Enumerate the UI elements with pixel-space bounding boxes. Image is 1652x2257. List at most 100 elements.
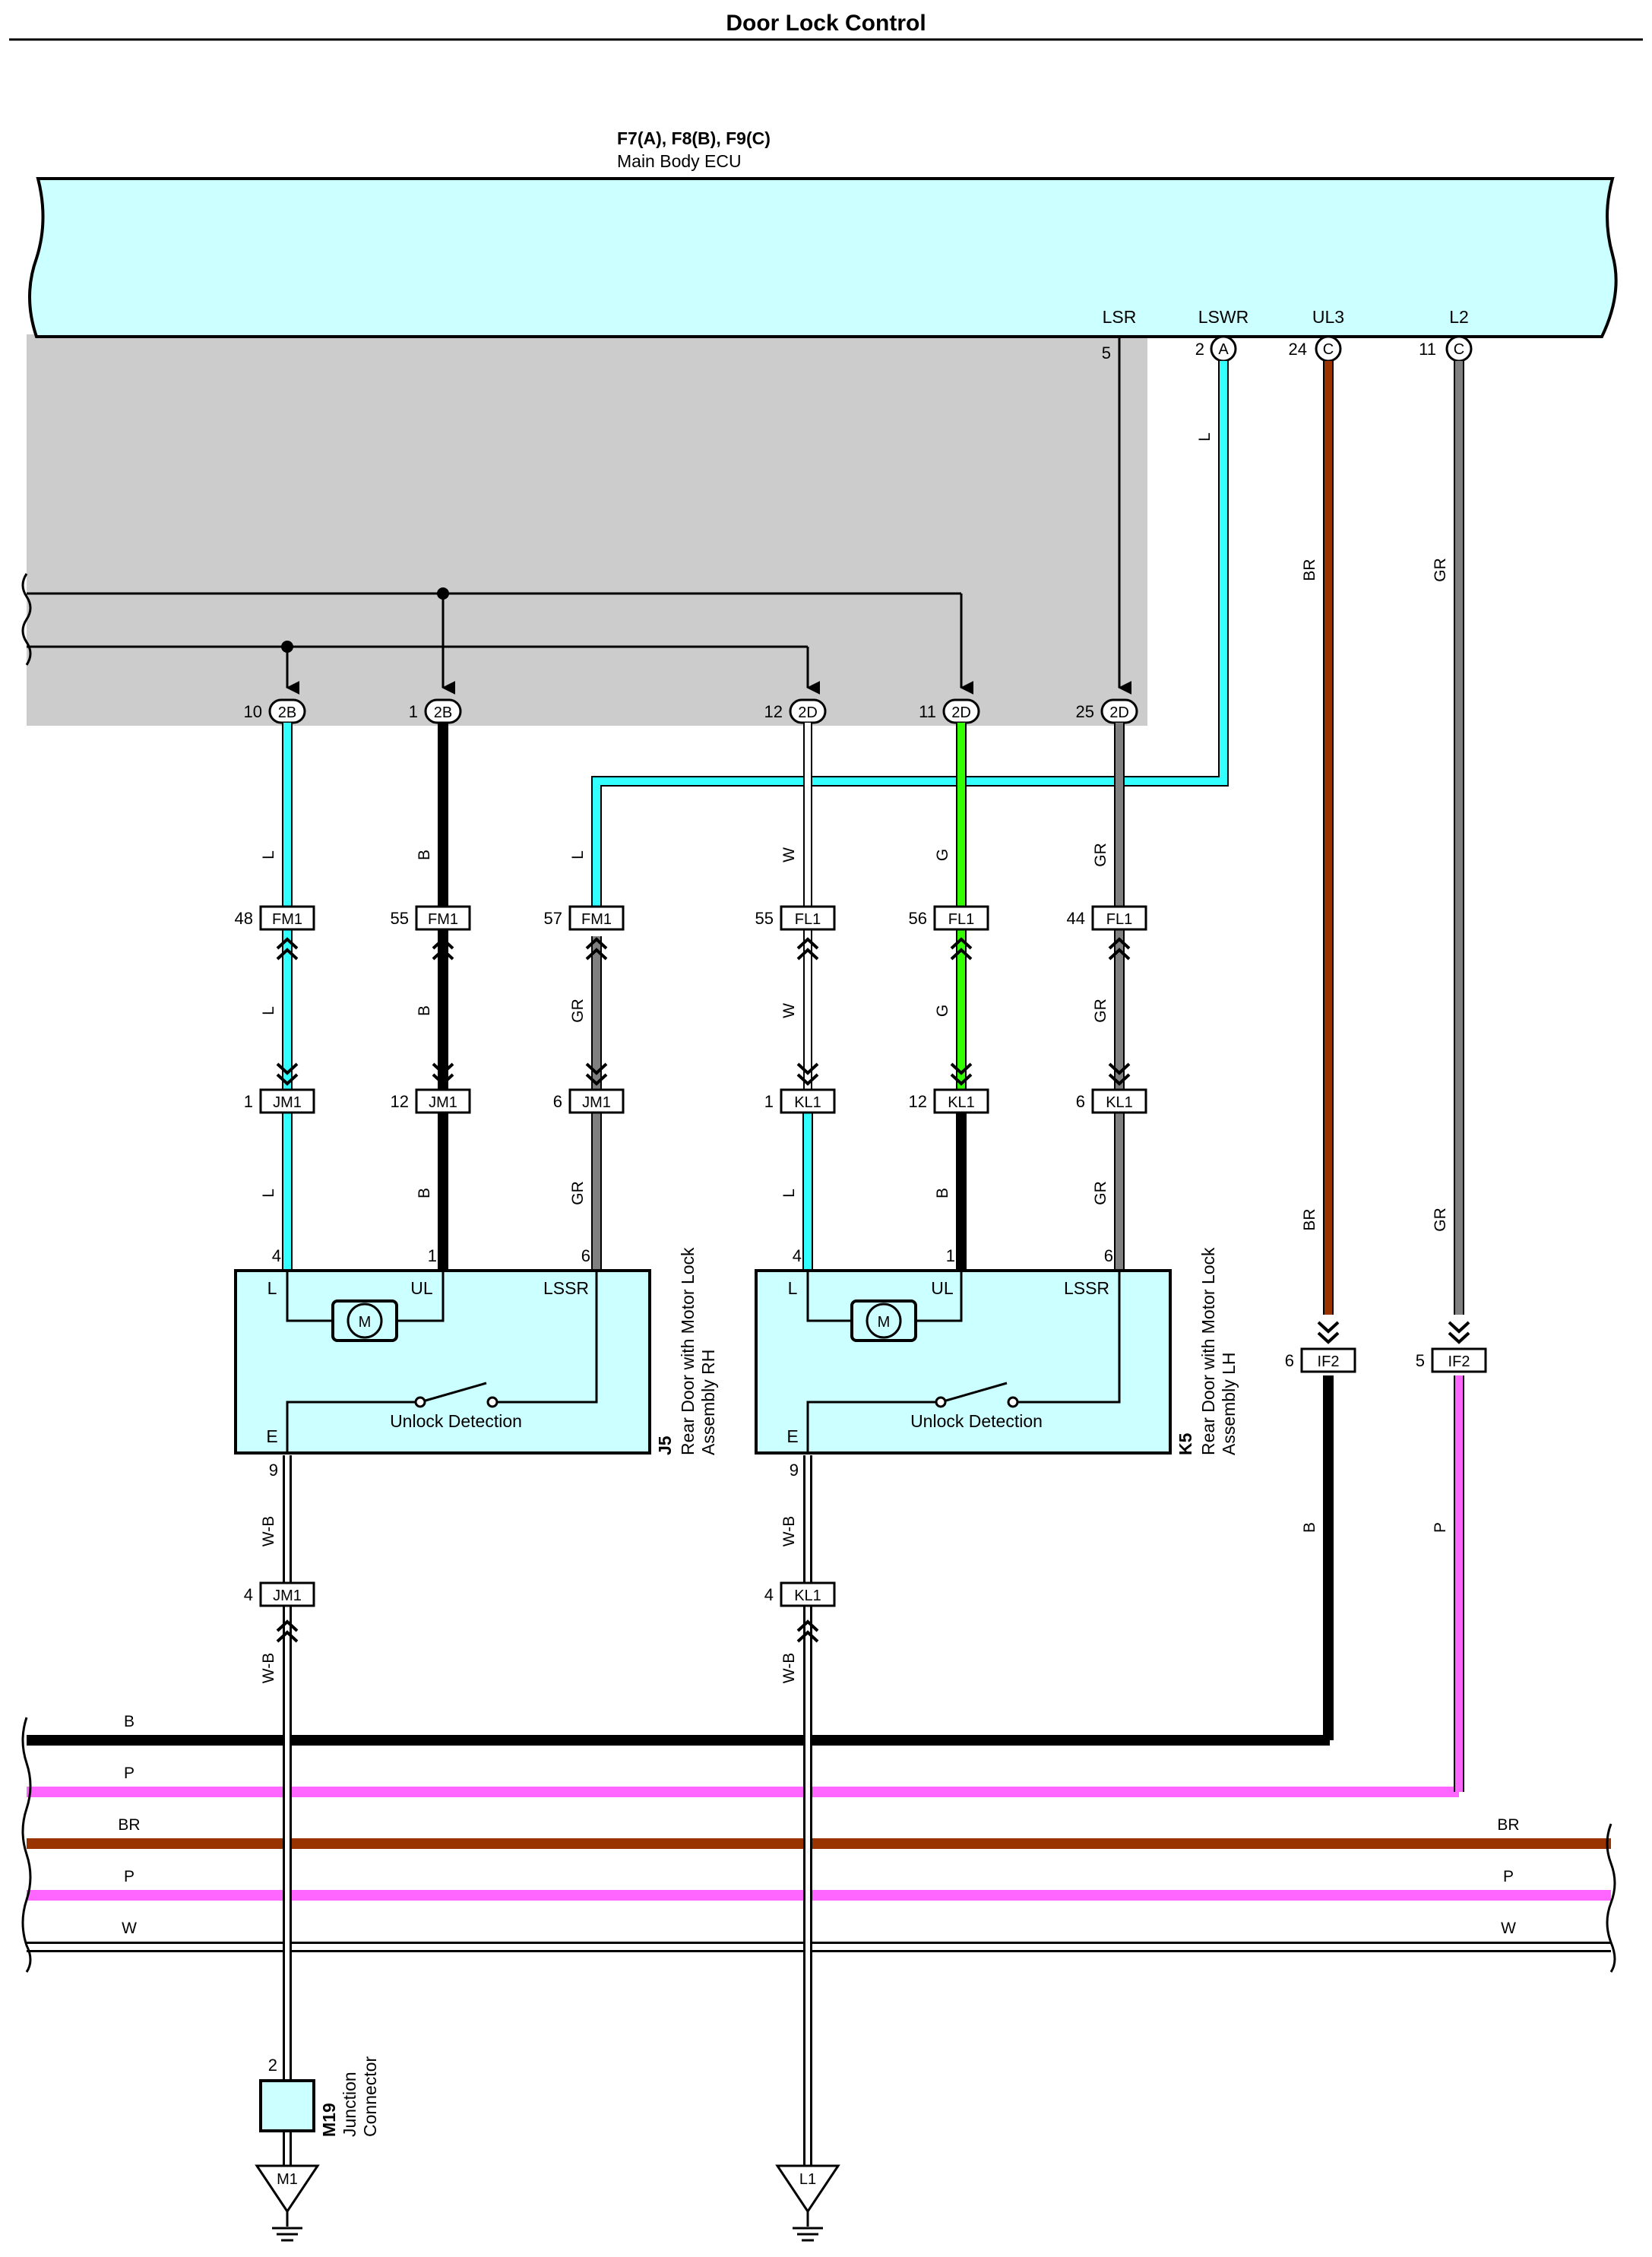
connector-fm1-55: FM1 55 (391, 905, 471, 931)
connector-name: FM1 (272, 911, 302, 928)
terminal-l2-label: L2 (1449, 307, 1469, 327)
page-title: Door Lock Control (726, 11, 926, 36)
junction-name: Connector (360, 2056, 380, 2137)
bus-lines (27, 1735, 1611, 1952)
wire-label: BR (1301, 559, 1318, 581)
bus-label-p: P (124, 1765, 135, 1782)
connector-pin: 48 (235, 909, 253, 928)
connector-fm1-48: FM1 48 (235, 905, 315, 931)
connector-pin: 5 (1416, 1351, 1425, 1370)
wire-label: L (569, 850, 587, 859)
splice-dot (281, 641, 293, 653)
connector-kl1-6: KL1 6 (1076, 1088, 1147, 1114)
break-mark (21, 1717, 32, 1973)
wire-label: B (934, 1188, 951, 1198)
ecu-conn-pin: 10 (244, 702, 262, 721)
connector-pin: 6 (1285, 1351, 1294, 1370)
wire-label: B (416, 1005, 433, 1016)
ecu-conn-pin: 25 (1076, 702, 1094, 721)
junction-connector-m19: 2 M19 Junction Connector (259, 2056, 380, 2137)
bus-label-b: B (124, 1713, 135, 1730)
component-name: Assembly RH (698, 1350, 718, 1455)
connector-name: JM1 (273, 1094, 302, 1111)
ecu-name: Main Body ECU (617, 151, 742, 171)
component-name: Rear Door with Motor Lock (678, 1247, 698, 1455)
junction-id: M19 (319, 2103, 339, 2137)
component-pin: 6 (581, 1246, 590, 1265)
wire-label: W-B (780, 1653, 798, 1683)
ground-m1: M1 (255, 2164, 320, 2242)
connector-jm1-12: JM1 12 (391, 1088, 471, 1114)
ecu-connector-2d-11: 2D 11 (919, 698, 980, 724)
wire-label: B (416, 850, 433, 860)
ecu-connector-2d-12: 2D 12 (764, 698, 827, 724)
wire-label: L (260, 1006, 277, 1015)
ground-label: M1 (277, 2171, 298, 2188)
ground-icon (272, 2211, 302, 2242)
connector-pin: 1 (764, 1092, 774, 1111)
connector-pin: 6 (553, 1092, 562, 1111)
splice-dot (437, 587, 449, 600)
terminal-label: LSSR (1064, 1278, 1109, 1298)
connector-fl1-56: FL1 56 (909, 905, 989, 931)
terminal-lswr-conn: A (1218, 341, 1229, 358)
terminal-label: L (267, 1278, 277, 1298)
ecu-conn-name: 2D (951, 704, 971, 721)
connector-name: JM1 (273, 1587, 302, 1604)
wire-label: BR (1301, 1208, 1318, 1230)
connector-pin: 44 (1067, 909, 1085, 928)
ecu-conn-name: 2D (1109, 704, 1129, 721)
connector-name: KL1 (1106, 1094, 1133, 1111)
connector-pin: 55 (755, 909, 774, 928)
component-pin: 1 (428, 1246, 437, 1265)
wire-label: GR (569, 999, 587, 1023)
connector-name: IF2 (1318, 1353, 1340, 1370)
connector-fl1-55: FL1 55 (755, 905, 836, 931)
connector-pin: 55 (391, 909, 409, 928)
bus-label-br: BR (118, 1816, 140, 1834)
wire-label: GR (569, 1181, 587, 1205)
bus-label-w: W (122, 1920, 137, 1937)
component-j5: 4 1 6 L UL LSSR E 9 M Unlock Detection J… (234, 1246, 718, 1480)
connector-fl1-44: FL1 44 (1067, 905, 1147, 931)
terminal-label: L (788, 1278, 798, 1298)
terminal-lsr-label: LSR (1103, 307, 1137, 327)
ground-label: L1 (799, 2171, 816, 2188)
switch-contact (486, 1396, 498, 1408)
bus-right-label-w: W (1501, 1920, 1516, 1937)
component-pin: 4 (272, 1246, 281, 1265)
wire-label: GR (1432, 1208, 1449, 1232)
wire-label: W-B (260, 1653, 277, 1683)
connector-jm1-1: JM1 1 (244, 1088, 315, 1114)
chevron-icons (276, 937, 1470, 1643)
connector-kl1-12: KL1 12 (909, 1088, 989, 1114)
component-id: K5 (1176, 1432, 1195, 1455)
component-pin: 9 (269, 1461, 278, 1480)
wire-label: L (260, 850, 277, 859)
wire-label: W (780, 847, 798, 863)
wire-labels: L BR BR GR GR L B L W G GR L B GR W G GR… (260, 432, 1449, 1683)
switch-contact (414, 1396, 426, 1408)
terminal-ul3-connector: C (1315, 335, 1342, 362)
component-k5: 4 1 6 L UL LSSR E 9 M Unlock Detection K… (755, 1246, 1239, 1480)
connector-pin: 1 (244, 1092, 253, 1111)
terminal-ul3-conn: C (1323, 341, 1334, 358)
bus-right-label-p: P (1503, 1868, 1514, 1885)
component-pin: 9 (790, 1461, 799, 1480)
wire-label: G (934, 849, 951, 861)
connector-pin: 4 (764, 1585, 774, 1604)
terminal-ul3-label: UL3 (1312, 307, 1344, 327)
connector-name: FM1 (428, 911, 458, 928)
wire-label: B (1301, 1522, 1318, 1533)
wire-label: GR (1092, 1181, 1109, 1205)
connector-if2-5: IF2 5 (1416, 1347, 1487, 1373)
ground-side-connectors: JM1 4 KL1 4 (244, 1581, 836, 1607)
component-name: Rear Door with Motor Lock (1198, 1247, 1218, 1455)
connector-name: JM1 (582, 1094, 611, 1111)
connector-name: FM1 (581, 911, 612, 928)
ecu-internal-lines (27, 337, 1132, 695)
wire-label: GR (1092, 843, 1109, 867)
connector-pin: 57 (544, 909, 562, 928)
connector-pin: 56 (909, 909, 927, 928)
